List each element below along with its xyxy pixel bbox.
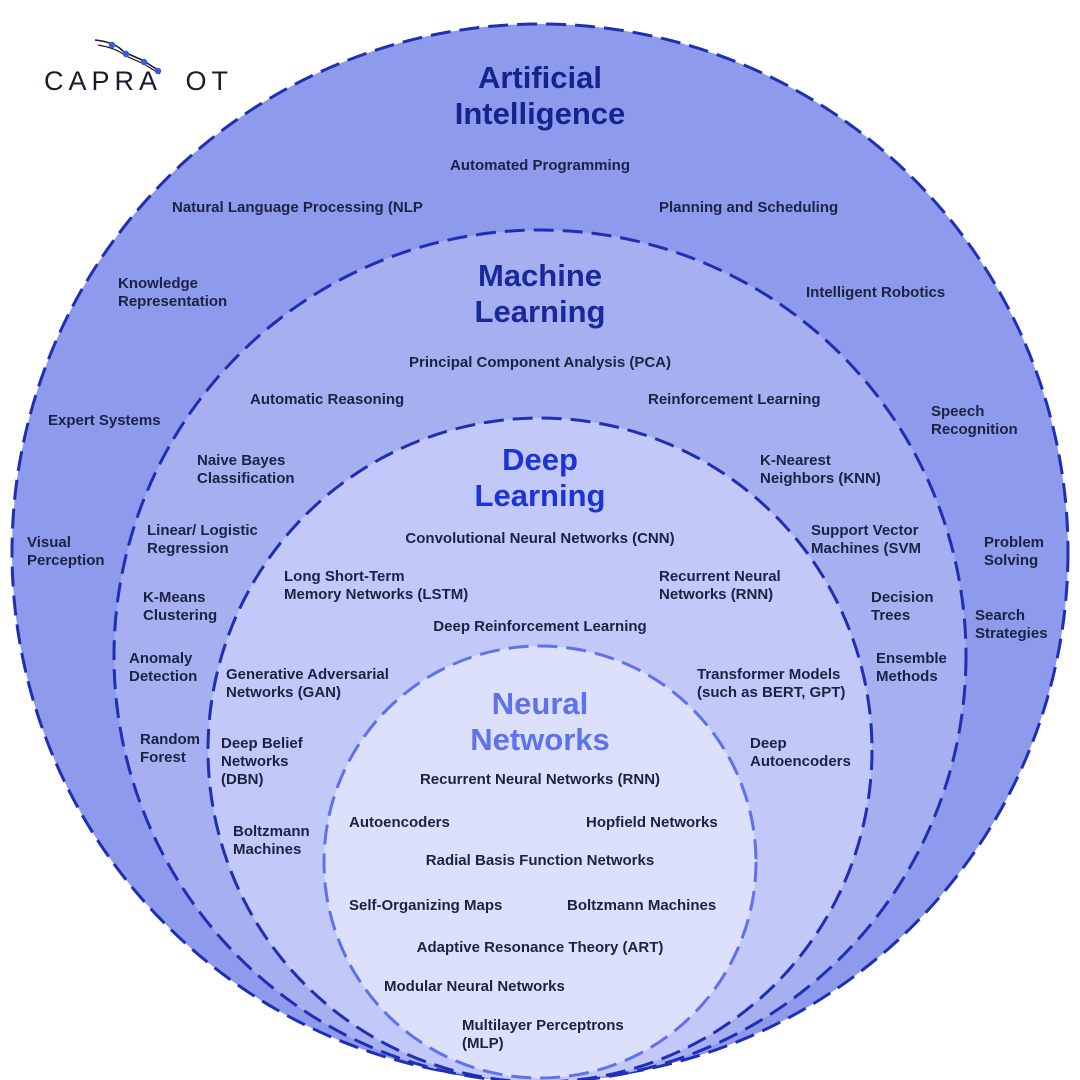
dl-item-deep-autoencoders: Deep Autoencoders (750, 735, 851, 770)
ml-item-random-forest: Random Forest (140, 731, 200, 766)
nn-item-rbf: Radial Basis Function Networks (425, 852, 655, 869)
ml-item-decision-trees: Decision Trees (871, 589, 934, 624)
ml-item-knn: K-Nearest Neighbors (KNN) (760, 452, 881, 487)
logo-wordmark: CAPRA OT (44, 66, 234, 96)
ai-item-problem-solving: Problem Solving (984, 534, 1045, 569)
ai-item-nlp: Natural Language Processing (NLP (172, 199, 423, 216)
nn-item-som: Self-Organizing Maps (349, 897, 503, 914)
ai-item-search-strategies: Search Strategies (975, 607, 1048, 642)
capradot-logo: CAPRA OT (40, 36, 230, 106)
ml-item-kmeans: K-Means Clustering (143, 589, 218, 624)
ai-item-knowledge-representation: Knowledge Representation (118, 275, 228, 310)
ml-item-reinforcement-learning: Reinforcement Learning (648, 391, 821, 408)
nn-item-rnn: Recurrent Neural Networks (RNN) (419, 771, 661, 788)
ml-item-pca: Principal Component Analysis (PCA) (409, 354, 671, 371)
ml-item-svm: Support Vector Machines (SVM (811, 522, 922, 557)
nn-circle (322, 644, 758, 1080)
ml-item-automatic-reasoning: Automatic Reasoning (250, 391, 405, 408)
nn-item-art: Adaptive Resonance Theory (ART) (416, 939, 664, 956)
ai-item-speech-recognition: Speech Recognition (931, 403, 1018, 438)
ml-title: Machine Learning (474, 258, 606, 329)
dl-item-deep-reinforcement: Deep Reinforcement Learning (433, 618, 647, 635)
dl-item-lstm: Long Short-Term Memory Networks (LSTM) (284, 568, 469, 603)
robotic-arm-icon (94, 39, 162, 75)
ai-item-intelligent-robotics: Intelligent Robotics (806, 284, 946, 301)
dl-item-cnn: Convolutional Neural Networks (CNN) (405, 530, 675, 547)
ai-item-expert-systems: Expert Systems (48, 412, 161, 429)
ml-item-linear-logistic: Linear/ Logistic Regression (147, 522, 258, 557)
ml-item-anomaly-detection: Anomaly Detection (129, 650, 198, 685)
nn-item-boltzmann: Boltzmann Machines (567, 897, 717, 914)
ai-title: Artificial Intelligence (454, 60, 626, 131)
dl-title: Deep Learning (474, 442, 606, 513)
ai-item-visual-perception: Visual Perception (27, 534, 105, 569)
nn-title: Neural Networks (470, 686, 610, 757)
dl-item-dbn: Deep Belief Networks (DBN) (221, 735, 303, 788)
nn-item-mlp: Multilayer Perceptrons (MLP) (462, 1017, 624, 1052)
ml-item-naive-bayes: Naive Bayes Classification (197, 452, 295, 487)
dl-item-gan: Generative Adversarial Networks (GAN) (226, 666, 389, 701)
nn-item-hopfield: Hopfield Networks (586, 814, 718, 831)
nn-item-autoencoders: Autoencoders (349, 814, 450, 831)
dl-item-transformers: Transformer Models (such as BERT, GPT) (697, 666, 846, 701)
nn-item-modular: Modular Neural Networks (384, 978, 565, 995)
ai-item-automated-programming: Automated Programming (449, 157, 631, 174)
ai-item-planning-scheduling: Planning and Scheduling (659, 199, 839, 216)
ml-item-ensemble-methods: Ensemble Methods (876, 650, 947, 685)
dl-item-boltzmann: Boltzmann Machines (233, 823, 310, 858)
dl-item-rnn: Recurrent Neural Networks (RNN) (659, 568, 781, 603)
